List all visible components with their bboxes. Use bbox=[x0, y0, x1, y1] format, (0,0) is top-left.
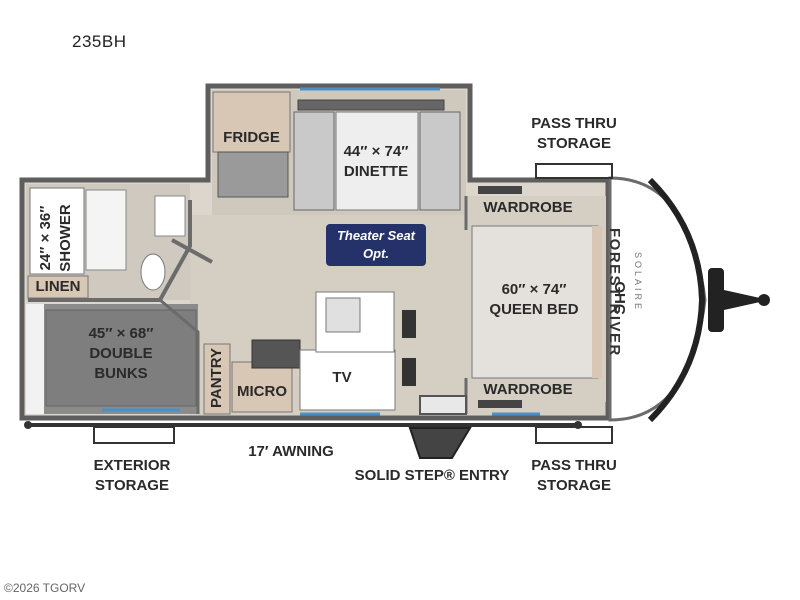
headboard bbox=[592, 226, 602, 378]
wardrobe-top-box bbox=[478, 186, 522, 194]
label-pantry: PANTRY bbox=[208, 348, 225, 408]
bathroom-door bbox=[171, 238, 213, 264]
label-queen-bed: 60″ × 74″ QUEEN BED bbox=[489, 281, 579, 318]
label-entry: SOLID STEP® ENTRY bbox=[354, 467, 510, 484]
label-dinette: 44″ × 74″ DINETTE bbox=[343, 143, 409, 180]
dinette-bench-left bbox=[293, 111, 335, 211]
brand-sub: SOLAIRE bbox=[633, 252, 643, 313]
label-wardrobe-bottom: WARDROBE bbox=[483, 381, 573, 398]
toilet bbox=[140, 253, 166, 291]
kitchen-sink bbox=[325, 297, 361, 333]
label-pass-thru-top: PASS THRU STORAGE bbox=[531, 115, 617, 152]
entry-door bbox=[419, 395, 467, 415]
copyright-watermark: ©2026 TGORV bbox=[4, 581, 86, 595]
stove bbox=[251, 339, 301, 369]
theater-seat-option: Theater Seat Opt. bbox=[326, 224, 426, 266]
bunk-ladder bbox=[26, 304, 44, 414]
label-shower: 24″ × 36″ SHOWER bbox=[37, 204, 74, 272]
dinette-bench-right bbox=[419, 111, 461, 211]
brand-name: FOREST RIVER bbox=[606, 228, 623, 357]
bunk-mattress bbox=[45, 309, 197, 407]
dinette-table bbox=[335, 111, 419, 211]
queen-bed bbox=[471, 225, 599, 379]
label-linen: LINEN bbox=[35, 278, 81, 295]
label-fridge: FRIDGE bbox=[223, 129, 280, 146]
stool-2 bbox=[402, 358, 416, 386]
front-cap-stripe bbox=[647, 177, 706, 423]
sink bbox=[154, 195, 186, 237]
hitch-tongue bbox=[724, 290, 760, 310]
label-double-bunks: 45″ × 68″ DOUBLE BUNKS bbox=[88, 325, 154, 382]
label-micro: MICRO bbox=[237, 383, 287, 400]
bunk-wall bbox=[159, 298, 200, 414]
label-pass-thru-bottom: PASS THRU STORAGE bbox=[531, 457, 617, 494]
exterior-storage-door bbox=[93, 426, 175, 444]
fridge-lower bbox=[217, 151, 289, 198]
hitch-coupler bbox=[758, 294, 770, 306]
shower-pan bbox=[85, 189, 127, 271]
pantry-cabinet bbox=[203, 343, 231, 415]
bathroom-wall bbox=[28, 200, 192, 302]
model-number: 235BH bbox=[72, 32, 127, 51]
label-wardrobe-top: WARDROBE bbox=[483, 199, 573, 216]
hitch-jack bbox=[708, 268, 724, 332]
pass-thru-top-door bbox=[535, 163, 613, 179]
awning-end-left bbox=[24, 421, 32, 429]
wardrobe-bottom-box bbox=[478, 400, 522, 408]
fridge-box bbox=[212, 91, 291, 153]
label-tv: TV bbox=[332, 369, 352, 386]
tv-counter bbox=[299, 349, 396, 411]
stool-1 bbox=[402, 310, 416, 338]
entry-step bbox=[408, 427, 472, 459]
micro-cabinet bbox=[231, 361, 293, 413]
shower-box bbox=[29, 187, 85, 275]
label-exterior-storage: EXTERIOR STORAGE bbox=[93, 457, 171, 494]
pass-thru-bottom-door bbox=[535, 426, 613, 444]
dinette-window bbox=[297, 99, 445, 111]
label-awning: 17′ AWNING bbox=[248, 443, 334, 460]
